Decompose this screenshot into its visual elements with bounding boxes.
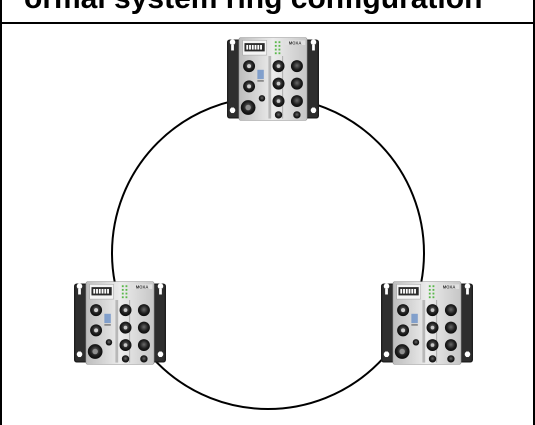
header-title: ormal system ring configuration [24, 0, 482, 17]
switch-bottom-right [381, 281, 473, 365]
header-band: ormal system ring configuration [0, 0, 535, 24]
switch-top [227, 37, 319, 121]
switch-bottom-left [74, 281, 166, 365]
